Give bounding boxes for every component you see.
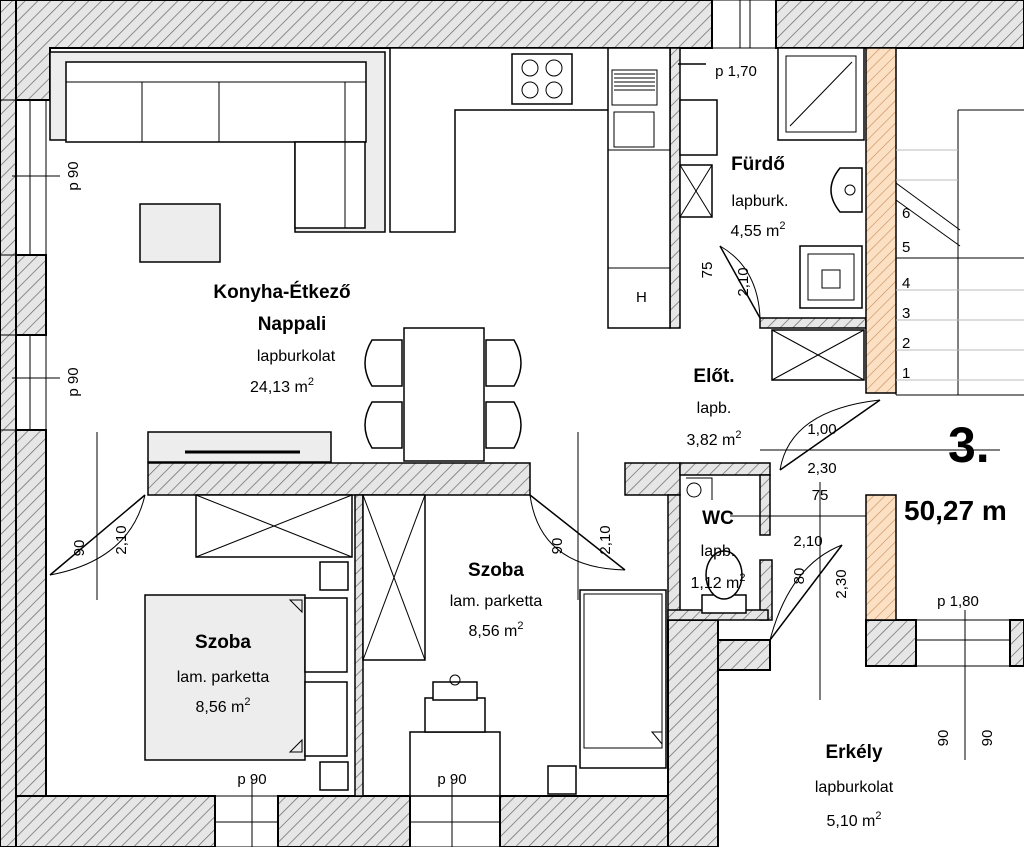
room-label-bedroom-right: Szoba lam. parketta 8,56 m2 xyxy=(450,560,543,640)
bedroom-left-floor: lam. parketta xyxy=(177,669,270,686)
hall-name: Előt. xyxy=(693,366,734,387)
dim-win-balcony: p 1,80 xyxy=(937,593,979,610)
bedroom-left-area-value: 8,56 m xyxy=(195,699,244,716)
dim-door-living-w: 90 xyxy=(71,540,88,557)
stair-step-3: 3 xyxy=(902,305,910,322)
dim-door-entry-h: 2,30 xyxy=(807,460,836,477)
corner-sofa xyxy=(49,51,386,233)
balcony-area-sup: 2 xyxy=(875,810,881,822)
dim-door-wc-h: 2,10 xyxy=(793,533,822,550)
hall-area: 3,82 m2 xyxy=(686,429,741,449)
room-label-living: Konyha-Étkező Nappali lapburkolat 24,13 … xyxy=(213,281,350,396)
living-area: 24,13 m2 xyxy=(250,376,314,396)
bedroom-right-area-value: 8,56 m xyxy=(468,623,517,640)
dim-door-wc-w: 75 xyxy=(812,487,829,504)
bedroom-right-floor: lam. parketta xyxy=(450,593,543,610)
dim-door-bath-h: 2,10 xyxy=(735,267,752,296)
dim-door-balc-w: 80 xyxy=(791,568,808,585)
wc-floor: lapb. xyxy=(701,543,736,560)
bath-area-sup: 2 xyxy=(779,220,785,232)
bedroom-right-name: Szoba xyxy=(468,560,524,581)
bedroom-right-furniture xyxy=(362,494,667,797)
interior-walls xyxy=(147,47,897,797)
hall-area-sup: 2 xyxy=(735,429,741,441)
bedroom-left-area-sup: 2 xyxy=(244,696,250,708)
dim-win-bottom-left: p 90 xyxy=(237,771,266,788)
bedroom-left-area: 8,56 m2 xyxy=(195,696,250,716)
coffee-table xyxy=(139,203,221,263)
dim-win-bottom-mid: p 90 xyxy=(437,771,466,788)
dimension-labels: p 90 p 90 p 1,70 p 90 p 90 p 1,80 75 2,1… xyxy=(65,63,996,788)
dim-win-left-top: p 90 xyxy=(65,161,82,190)
dim-win-bath: p 1,70 xyxy=(715,63,757,80)
wc-area-sup: 2 xyxy=(739,572,745,584)
apartment-total-area: 50,27 m xyxy=(904,495,1007,526)
door-swings xyxy=(12,175,1000,847)
room-label-bath: Fürdő lapburk. 4,55 m2 xyxy=(730,154,788,240)
stair-step-1: 1 xyxy=(902,365,910,382)
kitchen-counter: H xyxy=(389,47,671,329)
toilet xyxy=(686,477,747,614)
room-label-balcony: Erkély lapburkolat 5,10 m2 xyxy=(815,742,894,830)
living-area-value: 24,13 m xyxy=(250,379,308,396)
wc-area-value: 1,12 m xyxy=(690,575,739,592)
bedroom-right-area: 8,56 m2 xyxy=(468,620,523,640)
room-label-bedroom-left: Szoba lam. parketta 8,56 m2 xyxy=(177,632,270,716)
stair-step-5: 5 xyxy=(902,239,910,256)
balcony-area-value: 5,10 m xyxy=(826,813,875,830)
bath-area: 4,55 m2 xyxy=(730,220,785,240)
bedroom-left-name: Szoba xyxy=(195,632,251,653)
bathroom-fixtures xyxy=(678,47,865,309)
dim-door-entry-w: 1,00 xyxy=(807,421,836,438)
dim-door-living-h: 2,10 xyxy=(113,525,130,554)
staircase: 1 2 3 4 5 6 xyxy=(895,48,1024,396)
hall-floor: lapb. xyxy=(697,400,732,417)
bath-name: Fürdő xyxy=(731,154,785,175)
dim-door-bed-h: 2,10 xyxy=(597,525,614,554)
balcony-name: Erkély xyxy=(825,742,882,763)
room-label-hall: Előt. lapb. 3,82 m2 xyxy=(686,366,741,449)
wc-area: 1,12 m2 xyxy=(690,572,745,592)
living-area-sup: 2 xyxy=(308,376,314,388)
dim-door-bed-w: 90 xyxy=(549,538,566,555)
hall-area-value: 3,82 m xyxy=(686,432,735,449)
balcony-floor: lapburkolat xyxy=(815,779,894,796)
living-name-line2: Nappali xyxy=(258,314,327,335)
dim-balc-b: 90 xyxy=(979,730,996,747)
dim-door-bath-w: 75 xyxy=(699,262,716,279)
dim-win-left-bottom: p 90 xyxy=(65,367,82,396)
dim-balc-a: 90 xyxy=(935,730,952,747)
balcony-area: 5,10 m2 xyxy=(826,810,881,830)
bedroom-left-furniture xyxy=(144,494,353,791)
bath-area-value: 4,55 m xyxy=(730,223,779,240)
room-label-wc: WC lapb. 1,12 m2 xyxy=(690,508,745,592)
dining-set xyxy=(364,327,522,462)
apartment-number: 3. xyxy=(948,417,990,473)
stair-step-2: 2 xyxy=(902,335,910,352)
hall-cabinet xyxy=(771,329,865,381)
oven-label: H xyxy=(636,289,647,306)
stair-step-4: 4 xyxy=(902,275,910,292)
bedroom-right-area-sup: 2 xyxy=(517,620,523,632)
tv-unit xyxy=(147,431,332,463)
wc-name: WC xyxy=(702,508,734,529)
living-name-line1: Konyha-Étkező xyxy=(213,281,350,303)
bath-floor: lapburk. xyxy=(732,193,789,210)
dim-door-balc-h: 2,30 xyxy=(833,569,850,598)
stair-step-6: 6 xyxy=(902,205,910,222)
living-floor: lapburkolat xyxy=(257,348,336,365)
